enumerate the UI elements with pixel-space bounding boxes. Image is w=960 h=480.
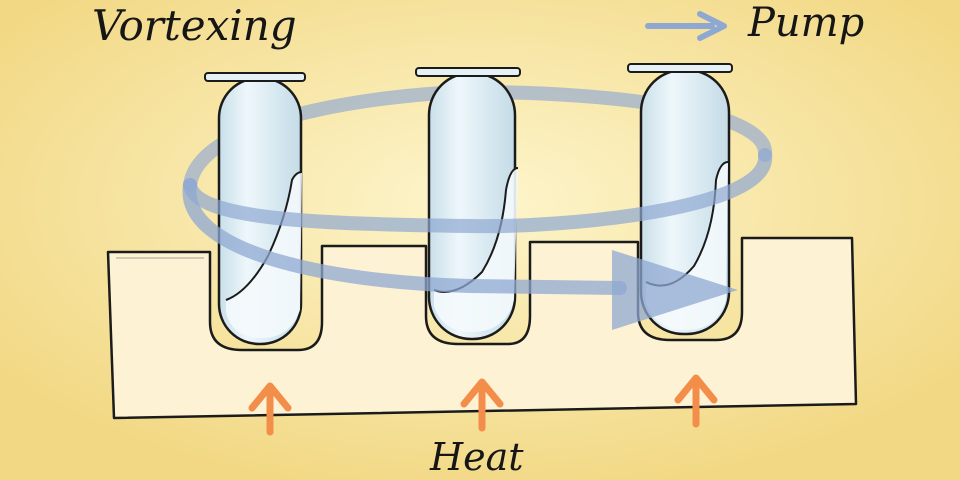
heating-block — [106, 236, 858, 420]
pump-legend: Pump — [645, 0, 864, 46]
title-label: Vortexing — [92, 1, 297, 50]
up-arrow-icon — [674, 374, 718, 428]
vortex-arrow — [182, 148, 772, 330]
test-tube-2 — [415, 67, 521, 341]
heat-label: Heat — [429, 435, 524, 479]
up-arrow-icon — [460, 378, 504, 432]
pump-label: Pump — [747, 0, 864, 46]
up-arrow-icon — [248, 382, 292, 436]
right-arrow-icon — [645, 11, 727, 41]
